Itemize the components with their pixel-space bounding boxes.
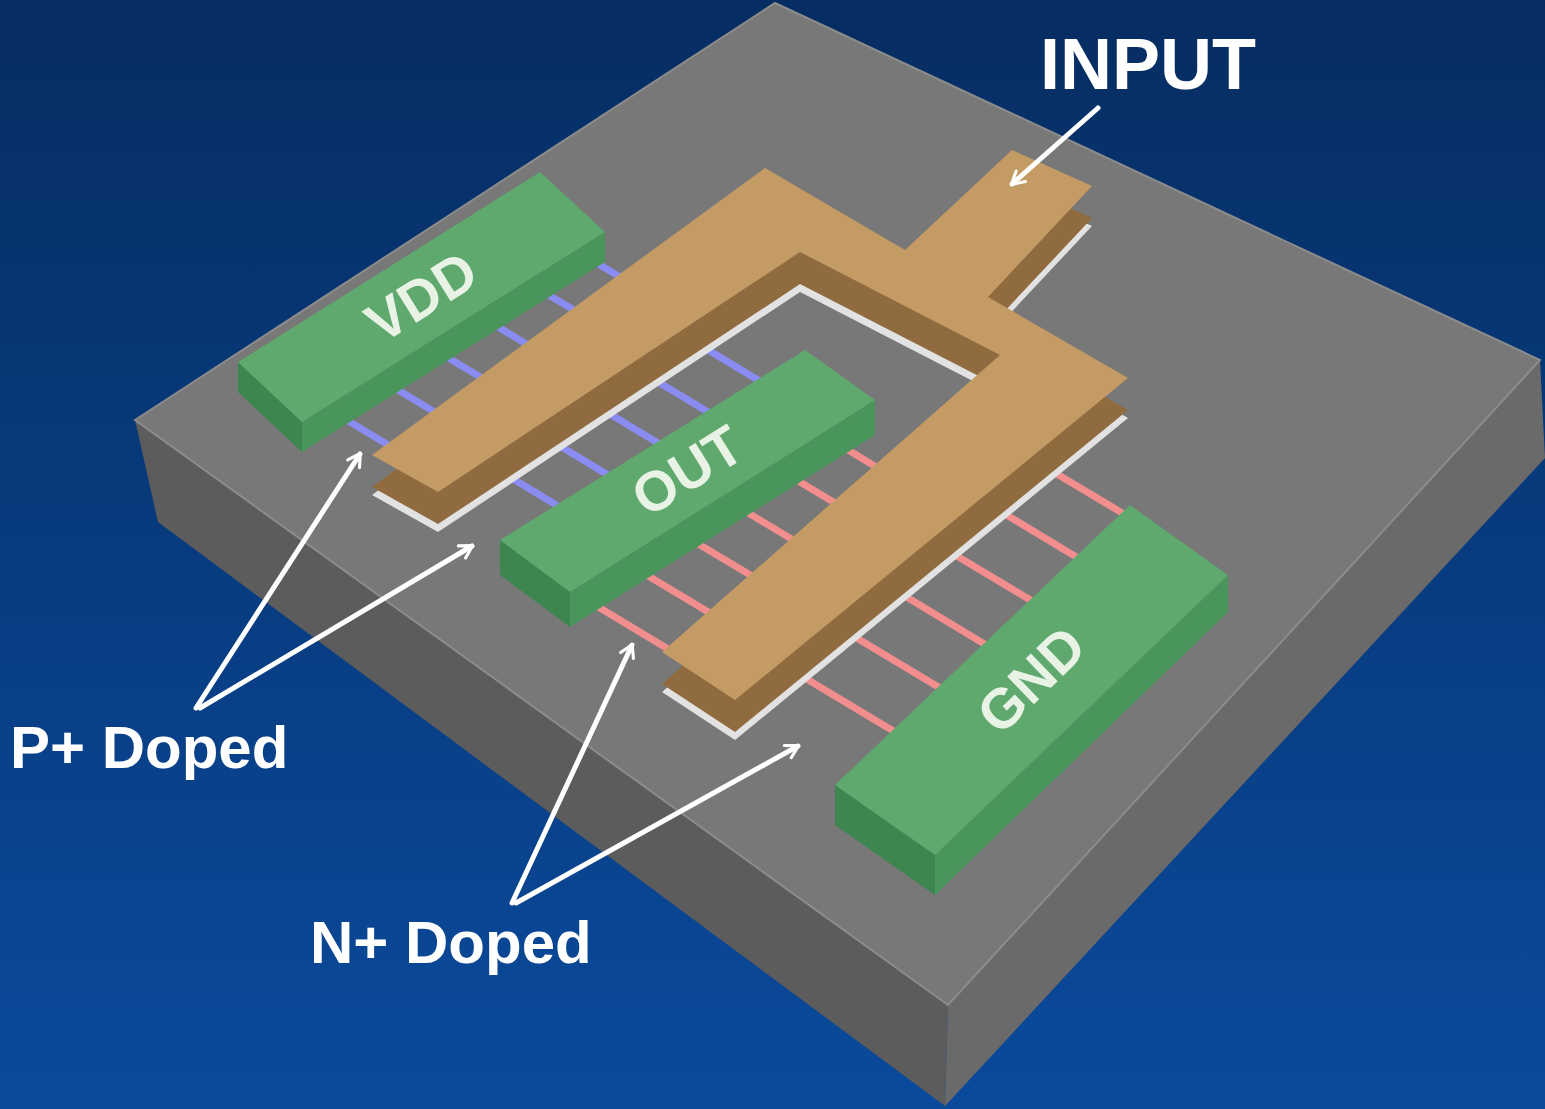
- substrate: [135, 3, 1545, 1106]
- metal-contact-gnd: [835, 505, 1228, 895]
- input-label: INPUT: [1040, 28, 1256, 100]
- metal-contact-out: [500, 350, 875, 627]
- doping-label: P+ Doped: [10, 718, 288, 778]
- metal-contact-vdd: [238, 172, 605, 452]
- doping-label: N+ Doped: [310, 913, 592, 973]
- leader-arrows: [196, 108, 1098, 903]
